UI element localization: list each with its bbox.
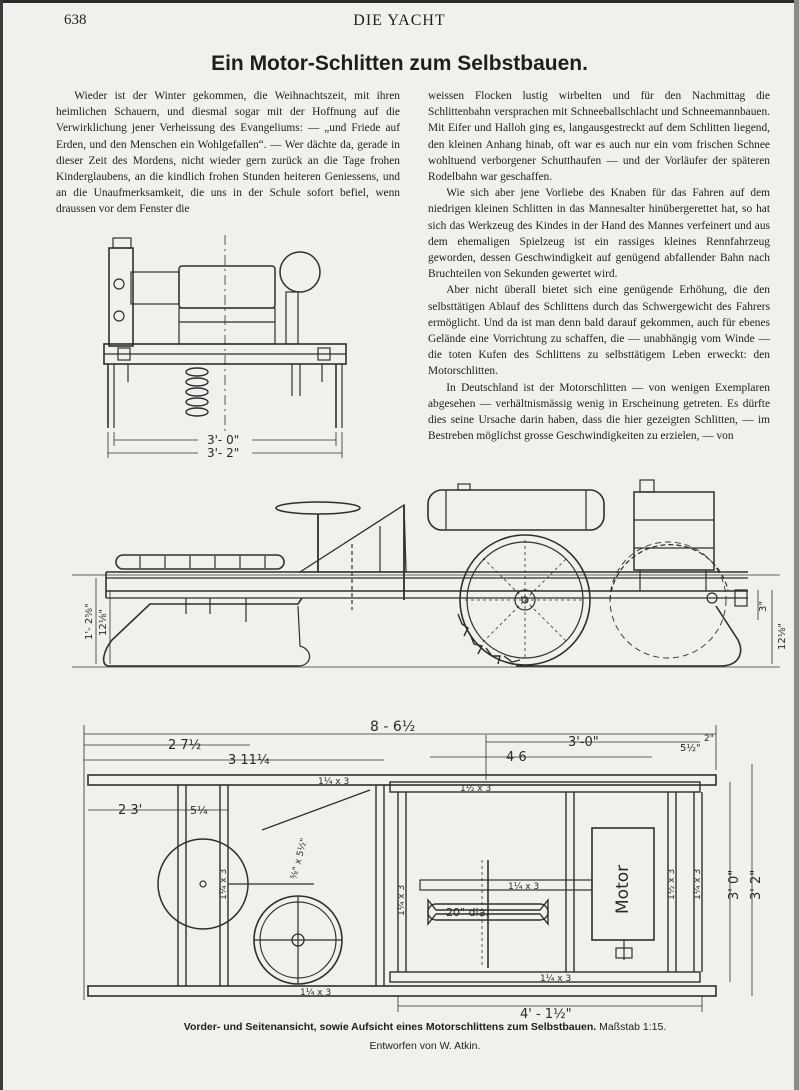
plan-dim-bottom: 4' - 1½"	[520, 1007, 572, 1022]
plan-dim-5-small: 5¼	[190, 804, 208, 817]
figure-credit: Entworfen von W. Atkin.	[369, 1040, 481, 1052]
running-title: DIE YACHT	[353, 12, 446, 29]
plan-side-4: 1¼ x 3	[693, 869, 703, 900]
caption-text: Vorder- und Seitenansicht, sowie Aufsich…	[183, 1021, 597, 1033]
plan-overall-length: 8 - 6½	[370, 719, 415, 735]
paragraph: In Deutschland ist der Motorschlitten — …	[428, 381, 770, 443]
paragraph: Aber nicht überall bietet sich eine genü…	[428, 284, 770, 378]
plan-dim-3-2-side: 3' 2"	[749, 870, 764, 900]
plan-motor-label: Motor	[613, 865, 633, 914]
side-dim-right-a: 3"	[758, 601, 769, 612]
plan-dim-2-3: 2 3'	[118, 803, 142, 818]
side-dim-left-a: 1'- 2⅝"	[84, 603, 95, 640]
page-number: 638	[64, 12, 87, 28]
plan-beam-5: 1¼ x 3	[508, 882, 539, 892]
plan-side-2: 1¼ x 3	[397, 885, 407, 916]
side-view: 1'- 2⅝" 12⅛" 3" 12⅛"	[72, 479, 788, 668]
plan-beam-4: 1¼ x 3	[540, 974, 571, 984]
article-title: Ein Motor-Schlitten zum Selbstbauen.	[211, 52, 588, 75]
caption-scale: Maßstab 1:15.	[599, 1021, 667, 1033]
plan-diagonal: ⅜" x 5½"	[289, 837, 310, 881]
front-dim-lower: 3'- 2"	[207, 446, 239, 460]
left-edge-shadow	[0, 0, 3, 1090]
plan-side-1: 1¼ x 3	[219, 869, 229, 900]
figure-caption: Vorder- und Seitenansicht, sowie Aufsich…	[60, 1021, 790, 1033]
plan-dim-3-11: 3 11¼	[228, 753, 270, 768]
front-dim-upper: 3'- 0"	[207, 433, 239, 447]
right-edge-shadow	[794, 0, 799, 1090]
top-border	[0, 0, 799, 3]
paragraph: Wieder ist der Winter gekommen, die Weih…	[56, 90, 400, 216]
plan-beam-3: 1½ x 3	[460, 784, 491, 794]
plan-dim-2: 2"	[704, 734, 714, 744]
plan-dim-4-6: 4 6	[506, 750, 527, 765]
paragraph: Wie sich aber jene Vorliebe des Knaben f…	[428, 187, 770, 281]
right-text-column: weissen Flocken lustig wirbelten und für…	[428, 88, 770, 444]
plan-wheel-dia: 20" dia.	[446, 906, 489, 919]
side-dim-left-b: 12⅛"	[98, 609, 109, 636]
paragraph: weissen Flocken lustig wirbelten und für…	[428, 90, 770, 184]
side-dim-right-b: 12⅛"	[777, 623, 788, 650]
plan-dim-2-7: 2 7½	[168, 738, 201, 753]
plan-beam-2: 1¼ x 3	[300, 988, 331, 998]
plan-dim-3-0-side: 3' 0"	[727, 870, 742, 900]
plan-dim-5: 5½"	[680, 742, 701, 754]
plan-beam-1: 1¼ x 3	[318, 777, 349, 787]
plan-dim-3-0: 3'-0"	[568, 735, 599, 750]
left-text-column: Wieder ist der Winter gekommen, die Weih…	[56, 88, 400, 218]
plan-side-3: 1½ x 3	[667, 869, 677, 900]
plan-view: 8 - 6½ 2 7½ 3 11¼ 3'-0" 4 6 5½" 2" 1¼ x …	[83, 719, 764, 1022]
front-view: 3'- 0" 3'- 2"	[103, 235, 347, 460]
